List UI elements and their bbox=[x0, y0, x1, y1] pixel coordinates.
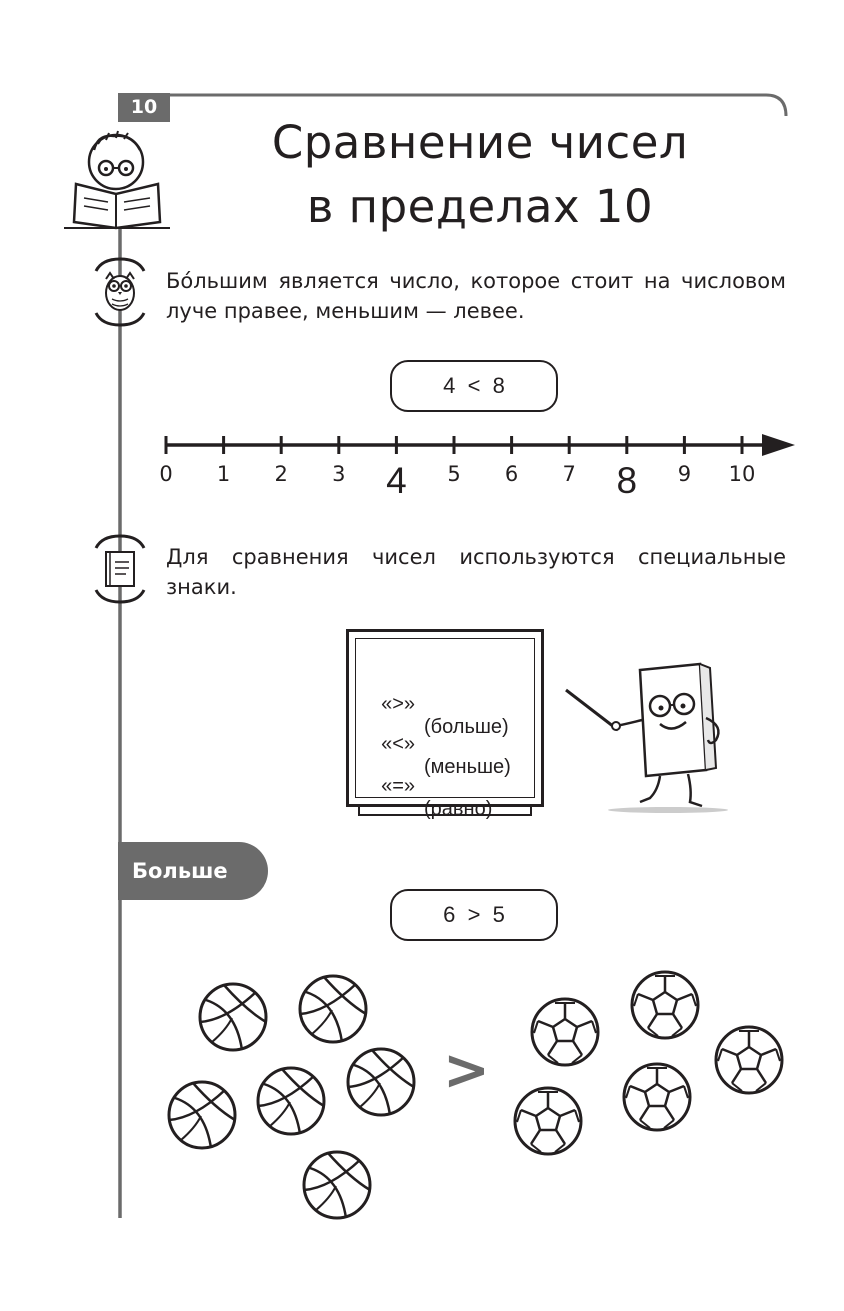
sign-row-equal: «=» (равно) bbox=[370, 752, 492, 821]
soccer-ball-icon bbox=[622, 1062, 692, 1132]
sign-symbol: «=» bbox=[381, 775, 416, 797]
number-line-label: 7 bbox=[562, 462, 576, 486]
number-line-label: 9 bbox=[677, 462, 692, 486]
number-line-label: 6 bbox=[504, 462, 519, 486]
sign-row-greater: «>» (больше) bbox=[370, 670, 509, 739]
number-line-label: 10 bbox=[728, 462, 756, 486]
owl-icon bbox=[94, 257, 146, 327]
basketball-icon bbox=[346, 1047, 416, 1117]
chalkboard bbox=[346, 629, 544, 807]
sign-row-less: «<» (меньше) bbox=[370, 710, 511, 779]
soccer-ball-icon bbox=[714, 1025, 784, 1095]
section-tab-bolshe: Больше bbox=[118, 842, 268, 900]
signs-text: Для сравнения чисел используются специал… bbox=[166, 545, 786, 599]
page-title-line-1: Сравнение чисел bbox=[271, 116, 689, 169]
number-line-label: 4 bbox=[386, 460, 407, 501]
number-line-label: 8 bbox=[616, 460, 638, 501]
sign-symbol: «<» bbox=[381, 733, 416, 755]
sign-symbol: «>» bbox=[381, 693, 416, 715]
sign-meaning: (равно) bbox=[424, 798, 493, 820]
number-line bbox=[164, 434, 795, 456]
basketball-icon bbox=[256, 1066, 326, 1136]
basketball-icon bbox=[198, 982, 268, 1052]
number-line-label: 2 bbox=[274, 462, 288, 486]
reading-kid-icon bbox=[64, 130, 170, 230]
book-icon bbox=[94, 534, 146, 604]
sign-meaning: (меньше) bbox=[424, 756, 511, 778]
number-line-label: 0 bbox=[159, 462, 173, 486]
number-line-label: 1 bbox=[216, 462, 231, 486]
number-line-label: 5 bbox=[447, 462, 461, 486]
number-line-label: 3 bbox=[332, 462, 346, 486]
rule-text: Бо́льшим является число, которое стоит н… bbox=[166, 269, 786, 323]
basketball-icon bbox=[167, 1080, 237, 1150]
soccer-ball-icon bbox=[513, 1086, 583, 1156]
comparison-6-5: 6 > 5 bbox=[390, 889, 558, 941]
page-title-line-2: в пределах 10 bbox=[306, 180, 654, 233]
page-number: 10 bbox=[118, 93, 170, 122]
soccer-ball-icon bbox=[530, 997, 600, 1067]
basketball-icon bbox=[302, 1150, 372, 1220]
chalkboard-ledge bbox=[358, 806, 532, 816]
greater-than-sign: > bbox=[443, 1038, 490, 1103]
basketball-icon bbox=[298, 974, 368, 1044]
comparison-4-8: 4 < 8 bbox=[390, 360, 558, 412]
soccer-ball-icon bbox=[630, 970, 700, 1040]
sign-meaning: (больше) bbox=[424, 716, 509, 738]
teacher-book-icon bbox=[565, 662, 728, 813]
